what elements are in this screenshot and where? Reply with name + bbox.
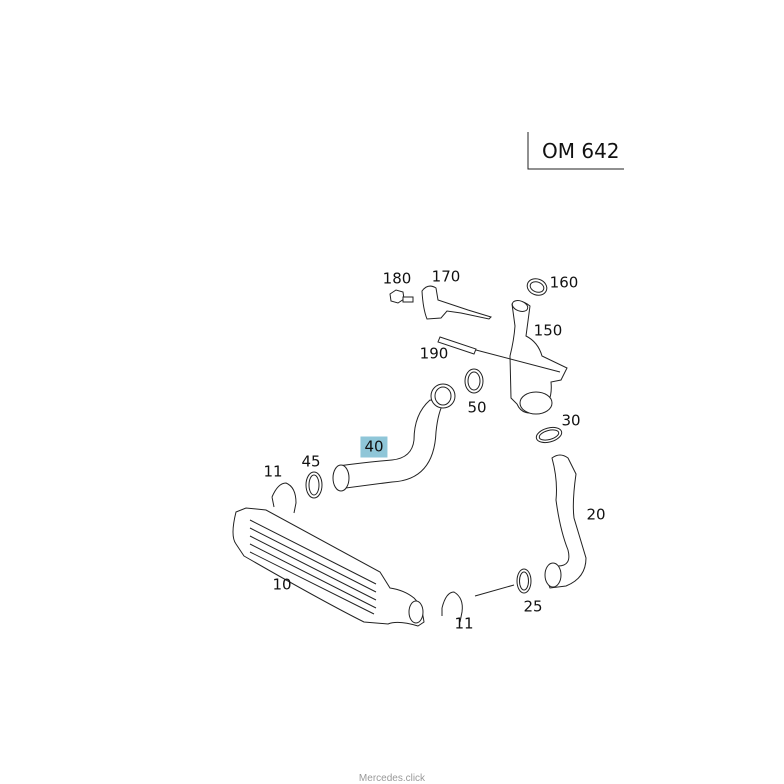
part-10-intercooler	[232, 507, 425, 627]
part-40-hose	[337, 399, 445, 489]
callout-180[interactable]: 180	[382, 269, 412, 288]
callout-30[interactable]: 30	[561, 411, 581, 430]
callout-11-lower[interactable]: 11	[454, 614, 474, 633]
callout-45[interactable]: 45	[301, 452, 321, 471]
part-150-housing	[509, 300, 568, 415]
part-160-seal	[526, 278, 548, 296]
part-180-bolt	[389, 289, 414, 304]
callout-10[interactable]: 10	[272, 575, 292, 594]
engine-label-frame	[527, 132, 624, 170]
callout-25[interactable]: 25	[523, 597, 543, 616]
part-30-seal	[535, 426, 563, 444]
callout-150[interactable]: 150	[533, 321, 563, 340]
part-190-bolt	[437, 336, 561, 373]
callout-170[interactable]: 170	[431, 267, 461, 286]
callout-160[interactable]: 160	[549, 273, 579, 292]
engine-code-label: OM 642	[542, 139, 620, 163]
callout-190[interactable]: 190	[419, 344, 449, 363]
callout-20[interactable]: 20	[586, 505, 606, 524]
part-45-seal	[305, 471, 323, 499]
callout-50[interactable]: 50	[467, 398, 487, 417]
part-11-clip-upper	[271, 482, 297, 514]
footer-watermark: Mercedes.click	[358, 773, 426, 784]
callout-11-upper[interactable]: 11	[263, 462, 283, 481]
part-170-bracket	[421, 285, 492, 320]
callout-40-highlighted[interactable]: 40	[360, 436, 388, 458]
part-11-clip-lower	[441, 591, 463, 623]
part-20-hose	[546, 454, 587, 589]
